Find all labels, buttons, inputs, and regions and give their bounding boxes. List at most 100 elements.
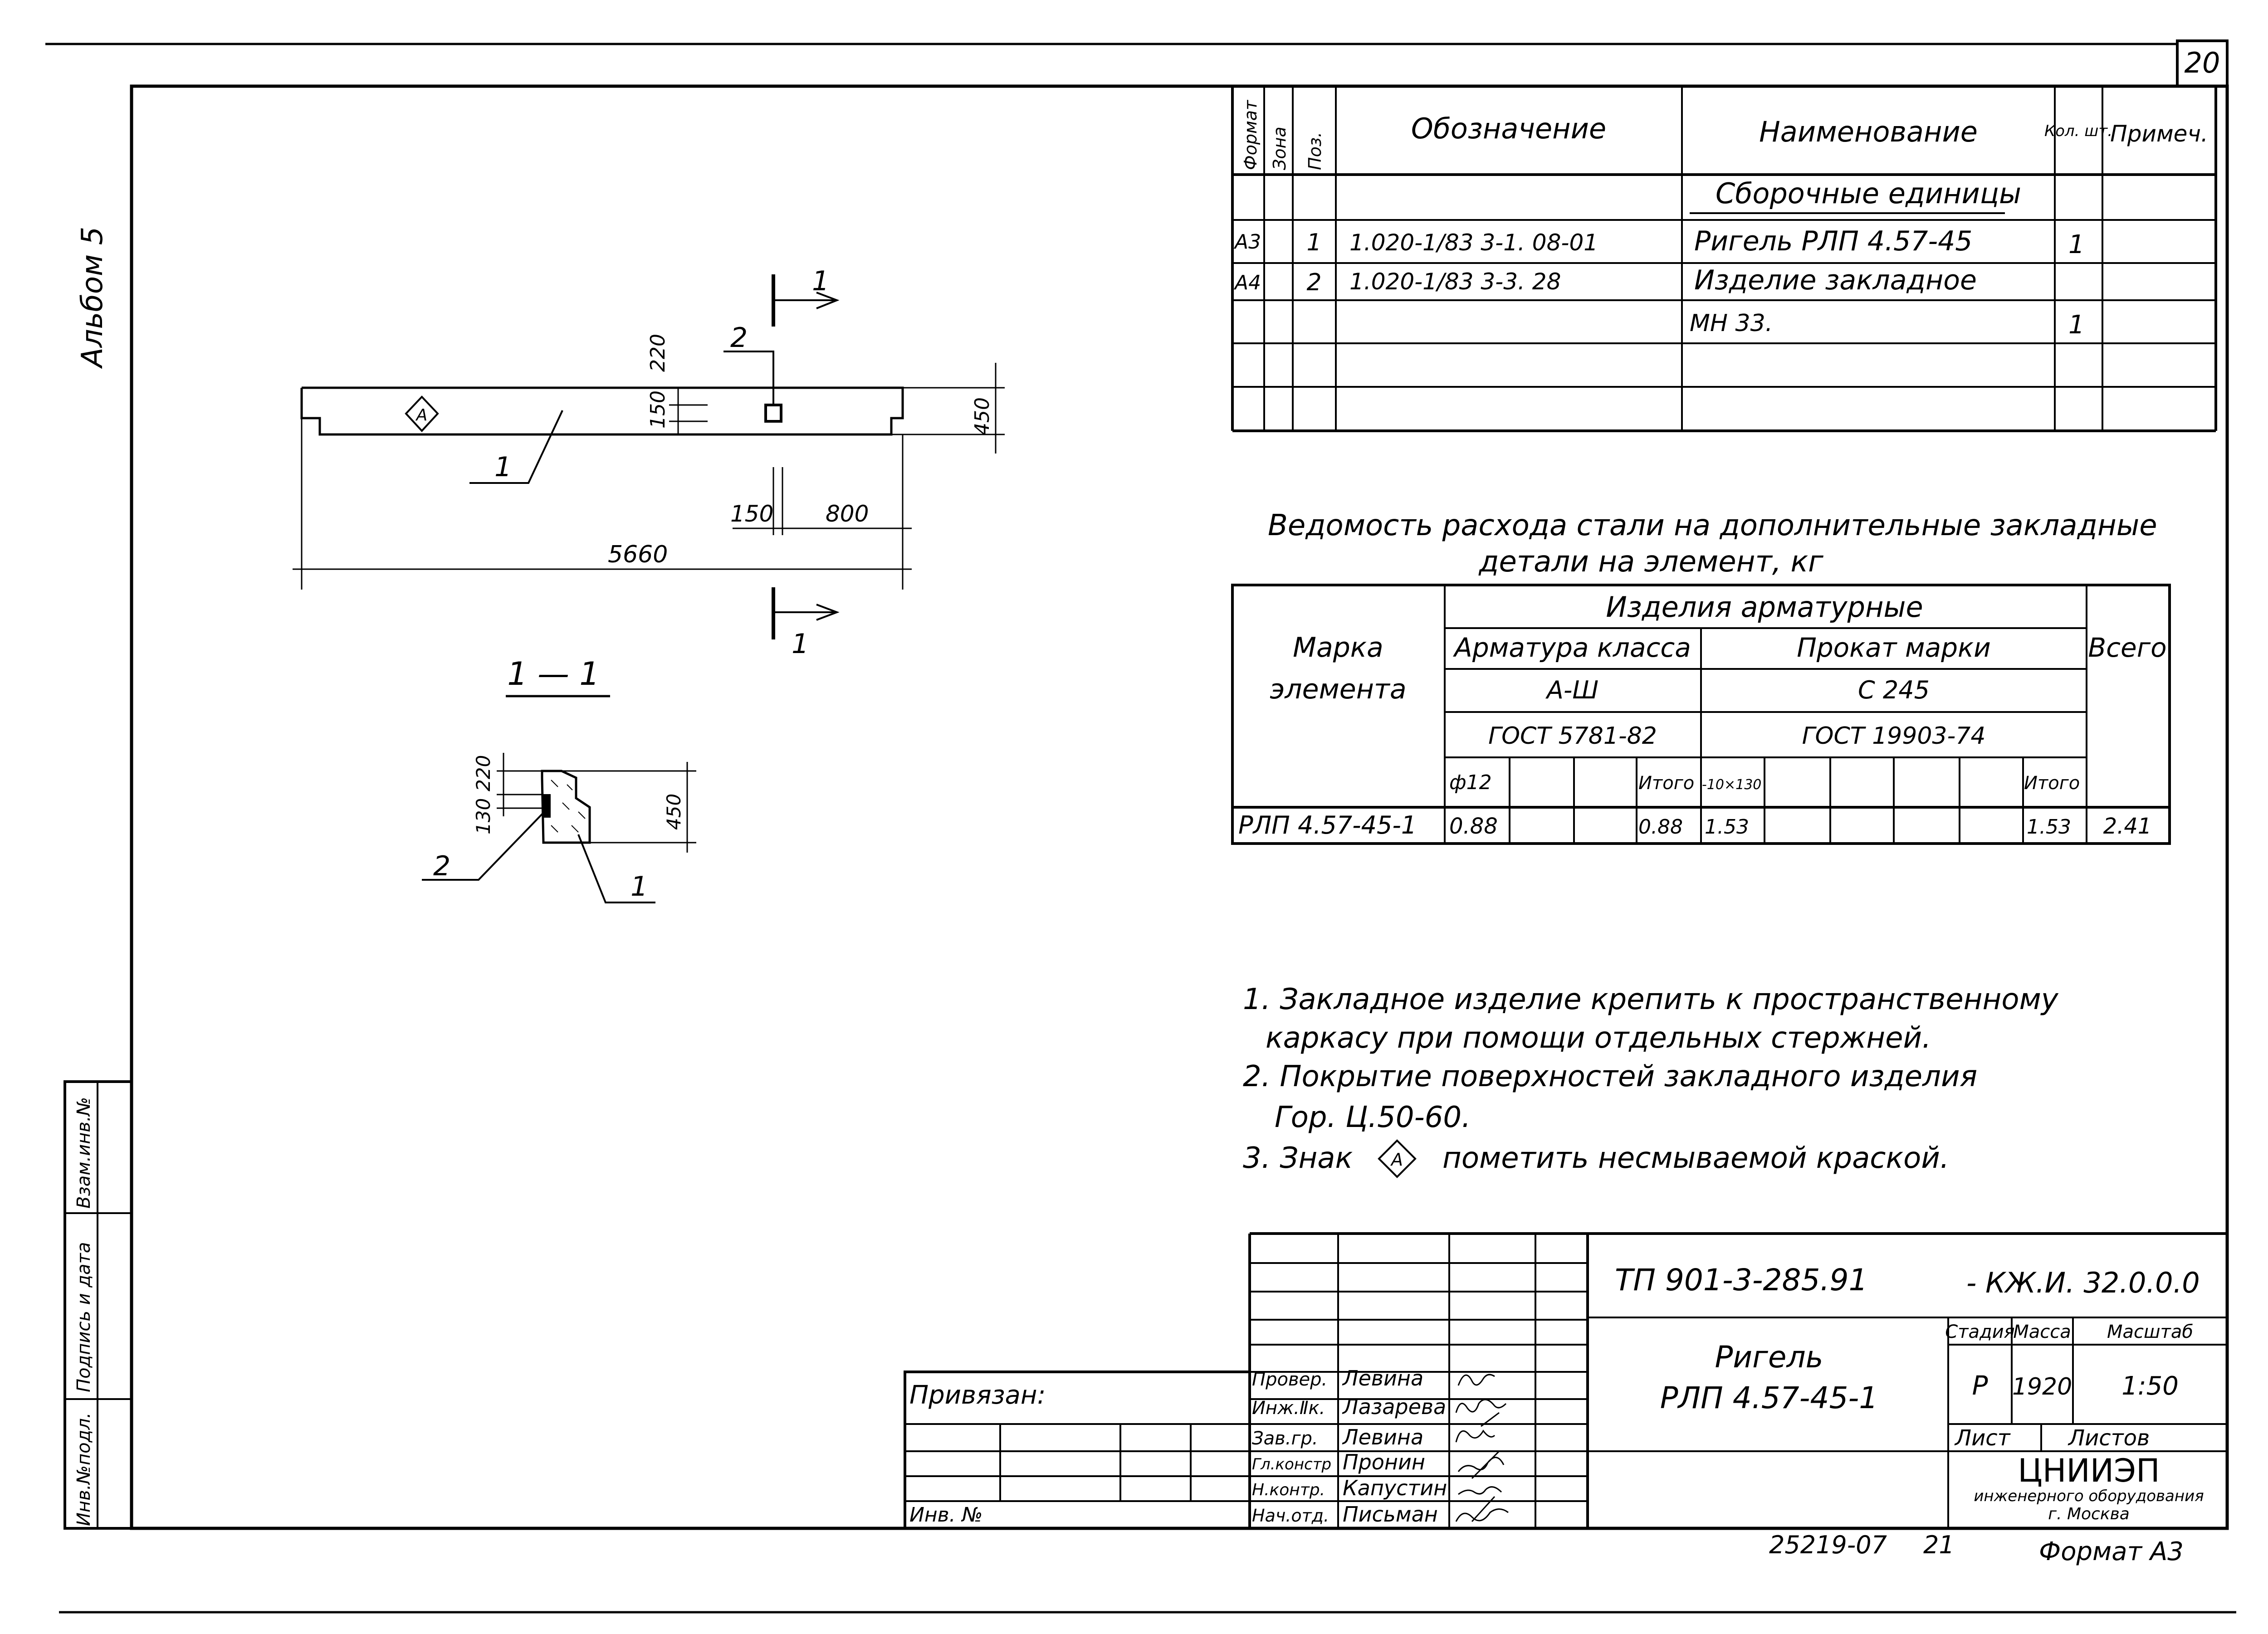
tb-person-5: Капустин <box>1343 1476 1447 1500</box>
sec-pos2: 2 <box>433 850 450 882</box>
steel-row-mark: РЛП 4.57-45-1 <box>1238 811 1417 839</box>
spec-row1-designation: 1.020-1/83 3-1. 08-01 <box>1349 229 1598 256</box>
steel-row-sum2: 1.53 <box>2027 815 2071 839</box>
tb-person-6: Письман <box>1343 1502 1438 1527</box>
note-3b: пометить несмываемой краской. <box>1442 1141 1949 1175</box>
spec-header-pos: Поз. <box>1305 132 1325 170</box>
steel-table <box>1231 584 2171 845</box>
tb-code2: - КЖ.И. 32.0.0.0 <box>1966 1266 2200 1299</box>
beam-elevation <box>293 274 1005 639</box>
tb-org3: г. Москва <box>2048 1505 2130 1523</box>
steel-gost-rolled: ГОСТ 19903-74 <box>1802 722 1986 750</box>
spec-row2-format: А4 <box>1233 271 1261 294</box>
footer-format: Формат А3 <box>2039 1537 2184 1566</box>
tb-name1: Ригель <box>1715 1340 1823 1375</box>
footer-number: 25219-07 <box>1769 1531 1887 1559</box>
spec-section-title: Сборочные единицы <box>1716 177 2021 210</box>
tb-stage: Р <box>1972 1370 1988 1401</box>
tb-inv: Инв. № <box>909 1503 982 1527</box>
steel-row-phi12: 0.88 <box>1449 814 1498 839</box>
note-mark-letter: А <box>1390 1150 1403 1170</box>
signatures <box>1455 1374 1509 1522</box>
steel-rebar-header: Арматура класса <box>1452 632 1691 663</box>
tb-role-4: Гл.констр <box>1252 1455 1331 1473</box>
album-label: Альбом 5 <box>76 227 109 369</box>
cut-label-top: 1 <box>812 265 829 297</box>
dim-220: 220 <box>646 334 670 372</box>
steel-row-plate: 1.53 <box>1705 815 1749 839</box>
note-2b: Гор. Ц.50-60. <box>1275 1101 1471 1134</box>
spec-table <box>1231 86 2217 432</box>
side-stamp-original: Инв.№подл. <box>73 1412 94 1526</box>
side-stamp-signature: Подпись и дата <box>73 1242 94 1392</box>
tb-role-5: Н.контр. <box>1252 1481 1325 1499</box>
note-1b: каркасу при помощи отдельных стержней. <box>1266 1021 1931 1055</box>
sec-dim-130: 130 <box>472 798 494 834</box>
tb-mass-header: Масса <box>2013 1322 2071 1342</box>
tb-sheets-header: Листов <box>2068 1425 2150 1451</box>
side-stamp: Взам.инв.№ Подпись и дата Инв.№подл. <box>64 1080 133 1530</box>
beam-section <box>422 753 696 903</box>
steel-sum1-header: Итого <box>1638 773 1694 794</box>
tb-role-6: Нач.отд. <box>1252 1506 1329 1526</box>
steel-element-header: элемента <box>1270 673 1406 705</box>
spec-row1-name: Ригель РЛП 4.57-45 <box>1694 225 1972 257</box>
note-2a: 2. Покрытие поверхностей закладного изде… <box>1243 1060 1977 1093</box>
spec-header-zone: Зона <box>1270 127 1290 170</box>
steel-mark-header: Марка <box>1293 632 1383 663</box>
spec-header-qty: Кол. шт. <box>2044 122 2112 140</box>
note-1a: 1. Закладное изделие крепить к пространс… <box>1243 983 2059 1016</box>
tb-code: ТП 901-3-285.91 <box>1615 1263 1867 1297</box>
steel-rolled-grade: С 245 <box>1858 676 1930 704</box>
section-title: 1 — 1 <box>507 655 600 693</box>
tb-org2: инженерного оборудования <box>1974 1487 2204 1505</box>
spec-header-note: Примеч. <box>2110 121 2208 147</box>
steel-rolled-header: Прокат марки <box>1797 632 1991 663</box>
spec-row2-pos: 2 <box>1306 269 1321 296</box>
beam-pos2: 2 <box>730 322 748 354</box>
spec-header-format: Формат <box>1241 99 1261 170</box>
dim-5660: 5660 <box>608 541 668 568</box>
tb-scale-header: Масштаб <box>2107 1322 2193 1342</box>
beam-mark-letter: А <box>415 406 428 424</box>
tb-person-3: Левина <box>1342 1425 1423 1449</box>
page-number: 20 <box>2185 46 2220 79</box>
spec-row1-pos: 1 <box>1306 229 1321 256</box>
spec-row1-qty: 1 <box>2068 230 2085 259</box>
steel-title-1: Ведомость расхода стали на дополнительны… <box>1268 509 2157 542</box>
tb-role-1: Провер. <box>1252 1369 1327 1390</box>
side-stamp-replace: Взам.инв.№ <box>73 1097 94 1209</box>
steel-sum2-header: Итого <box>2024 773 2080 794</box>
tb-person-1: Левина <box>1342 1366 1423 1390</box>
spec-row3-name: МН 33. <box>1690 310 1773 337</box>
sec-dim-220: 220 <box>472 755 494 791</box>
dim-150: 150 <box>646 390 670 429</box>
tb-org: ЦНИИЭП <box>2018 1452 2160 1489</box>
spec-row3-qty: 1 <box>2068 310 2085 340</box>
tb-bound: Привязан: <box>909 1380 1046 1410</box>
steel-phi-header: ф12 <box>1449 771 1492 794</box>
page-number-box <box>2176 39 2229 86</box>
tb-mass: 1920 <box>2012 1373 2072 1400</box>
tb-stage-header: Стадия <box>1945 1322 2014 1342</box>
sec-dim-450: 450 <box>663 794 685 830</box>
beam-pos1: 1 <box>494 451 512 483</box>
dim-150b: 150 <box>730 501 773 527</box>
cut-label-bottom: 1 <box>792 628 809 660</box>
steel-products-header: Изделия арматурные <box>1606 590 1923 624</box>
tb-sheet-header: Лист <box>1954 1425 2011 1451</box>
dim-450: 450 <box>971 397 994 435</box>
tb-role-3: Зав.гр. <box>1252 1428 1318 1449</box>
steel-rebar-class: А-Ш <box>1545 676 1598 704</box>
spec-header-designation: Обозначение <box>1411 112 1606 145</box>
sec-pos1: 1 <box>631 871 648 902</box>
tb-role-2: Инж.Ⅱк. <box>1252 1398 1325 1419</box>
spec-row2-designation: 1.020-1/83 3-3. 28 <box>1349 268 1561 295</box>
steel-size-header: -10×130 <box>1702 777 1761 793</box>
tb-name2: РЛП 4.57-45-1 <box>1660 1380 1878 1415</box>
spec-row2-name: Изделие закладное <box>1694 264 1977 296</box>
steel-total-header: Всего <box>2088 632 2166 663</box>
tb-scale: 1:50 <box>2121 1371 2179 1401</box>
steel-row-sum1: 0.88 <box>1638 815 1683 839</box>
